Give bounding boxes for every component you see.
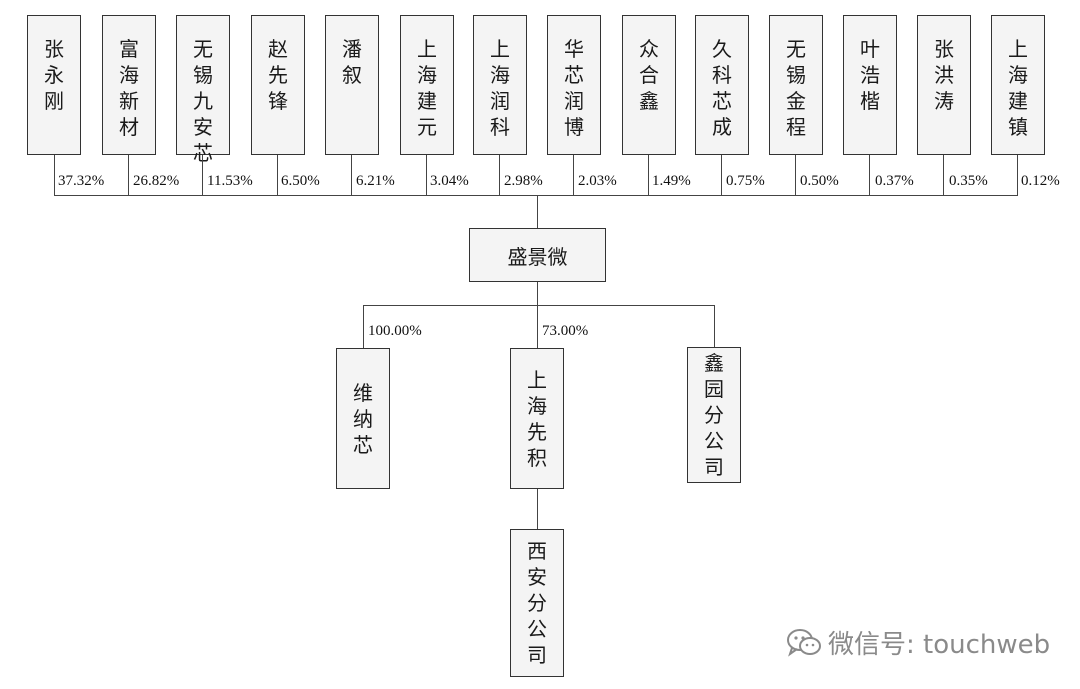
shareholder-name: 叶浩楷 — [860, 37, 880, 113]
wechat-icon — [787, 628, 821, 657]
connector-line — [277, 155, 279, 195]
shareholder-name: 张洪涛 — [934, 37, 954, 113]
shareholder-box: 张永刚 — [27, 15, 81, 155]
shareholder-name: 无锡九安芯 — [193, 37, 213, 165]
shareholder-box: 富海新材 — [102, 15, 156, 155]
shareholder-box: 无锡九安芯 — [176, 15, 230, 165]
shareholding-pct: 0.37% — [875, 173, 914, 189]
connector-line — [426, 155, 428, 195]
subsidiary-pct: 100.00% — [368, 323, 422, 339]
branch-office-name: 鑫园分公司 — [704, 351, 724, 479]
branch-office-box: 鑫园分公司 — [687, 347, 741, 483]
shareholder-name: 众合鑫 — [639, 37, 659, 113]
company-box: 盛景微 — [469, 228, 606, 282]
shareholding-pct: 0.35% — [949, 173, 988, 189]
shareholder-name: 上海建镇 — [1008, 37, 1028, 139]
shareholder-name: 张永刚 — [44, 37, 64, 113]
connector-line — [363, 305, 365, 348]
connector-bus — [363, 305, 715, 307]
connector-line — [202, 155, 204, 195]
shareholding-pct: 1.49% — [652, 173, 691, 189]
shareholding-pct: 6.50% — [281, 173, 320, 189]
shareholder-name: 赵先锋 — [268, 37, 288, 113]
shareholder-box: 潘叙 — [325, 15, 379, 155]
subsidiary-name: 维纳芯 — [353, 380, 373, 457]
shareholding-pct: 11.53% — [207, 173, 253, 189]
connector-line — [54, 155, 56, 195]
shareholder-box: 赵先锋 — [251, 15, 305, 155]
connector-line — [869, 155, 871, 195]
shareholding-pct: 26.82% — [133, 173, 180, 189]
connector-line — [351, 155, 353, 195]
shareholder-box: 华芯润博 — [547, 15, 601, 155]
shareholding-pct: 2.98% — [504, 173, 543, 189]
subsidiary-box: 维纳芯 — [336, 348, 390, 489]
subsidiary-name: 上海先积 — [527, 367, 547, 470]
subsidiary-pct: 73.00% — [542, 323, 589, 339]
shareholder-box: 久科芯成 — [695, 15, 749, 155]
shareholder-box: 众合鑫 — [622, 15, 676, 155]
shareholder-name: 上海建元 — [417, 37, 437, 139]
shareholder-name: 上海润科 — [490, 37, 510, 139]
connector-line — [573, 155, 575, 195]
shareholder-name: 富海新材 — [119, 37, 139, 139]
shareholder-box: 上海建元 — [400, 15, 454, 155]
connector-line — [1017, 155, 1019, 195]
connector-line — [128, 155, 130, 195]
branch-office-box: 西安分公司 — [510, 529, 564, 677]
shareholder-name: 潘叙 — [342, 37, 362, 87]
connector-line — [648, 155, 650, 195]
shareholding-pct: 0.75% — [726, 173, 765, 189]
shareholding-pct: 37.32% — [58, 173, 105, 189]
connector-bus — [54, 195, 1018, 197]
shareholder-box: 上海润科 — [473, 15, 527, 155]
shareholding-pct: 2.03% — [578, 173, 617, 189]
connector-line — [537, 305, 539, 348]
shareholder-name: 久科芯成 — [712, 37, 732, 139]
shareholder-box: 上海建镇 — [991, 15, 1045, 155]
shareholder-box: 张洪涛 — [917, 15, 971, 155]
shareholding-pct: 0.12% — [1021, 173, 1060, 189]
connector-line — [537, 282, 539, 305]
shareholding-pct: 3.04% — [430, 173, 469, 189]
connector-line — [499, 155, 501, 195]
branch-office-name: 西安分公司 — [527, 539, 547, 667]
subsidiary-box: 上海先积 — [510, 348, 564, 489]
connector-line — [795, 155, 797, 195]
connector-line — [943, 155, 945, 195]
connector-line — [721, 155, 723, 195]
watermark: 微信号: touchweb — [786, 624, 1050, 661]
shareholding-pct: 0.50% — [800, 173, 839, 189]
shareholding-pct: 6.21% — [356, 173, 395, 189]
shareholder-box: 叶浩楷 — [843, 15, 897, 155]
connector-line — [714, 305, 716, 347]
connector-line — [537, 195, 539, 228]
shareholder-box: 无锡金程 — [769, 15, 823, 155]
connector-line — [537, 489, 539, 529]
shareholder-name: 华芯润博 — [564, 37, 584, 139]
company-name: 盛景微 — [507, 244, 568, 269]
watermark-text: 微信号: touchweb — [828, 630, 1051, 660]
shareholder-name: 无锡金程 — [786, 37, 806, 139]
